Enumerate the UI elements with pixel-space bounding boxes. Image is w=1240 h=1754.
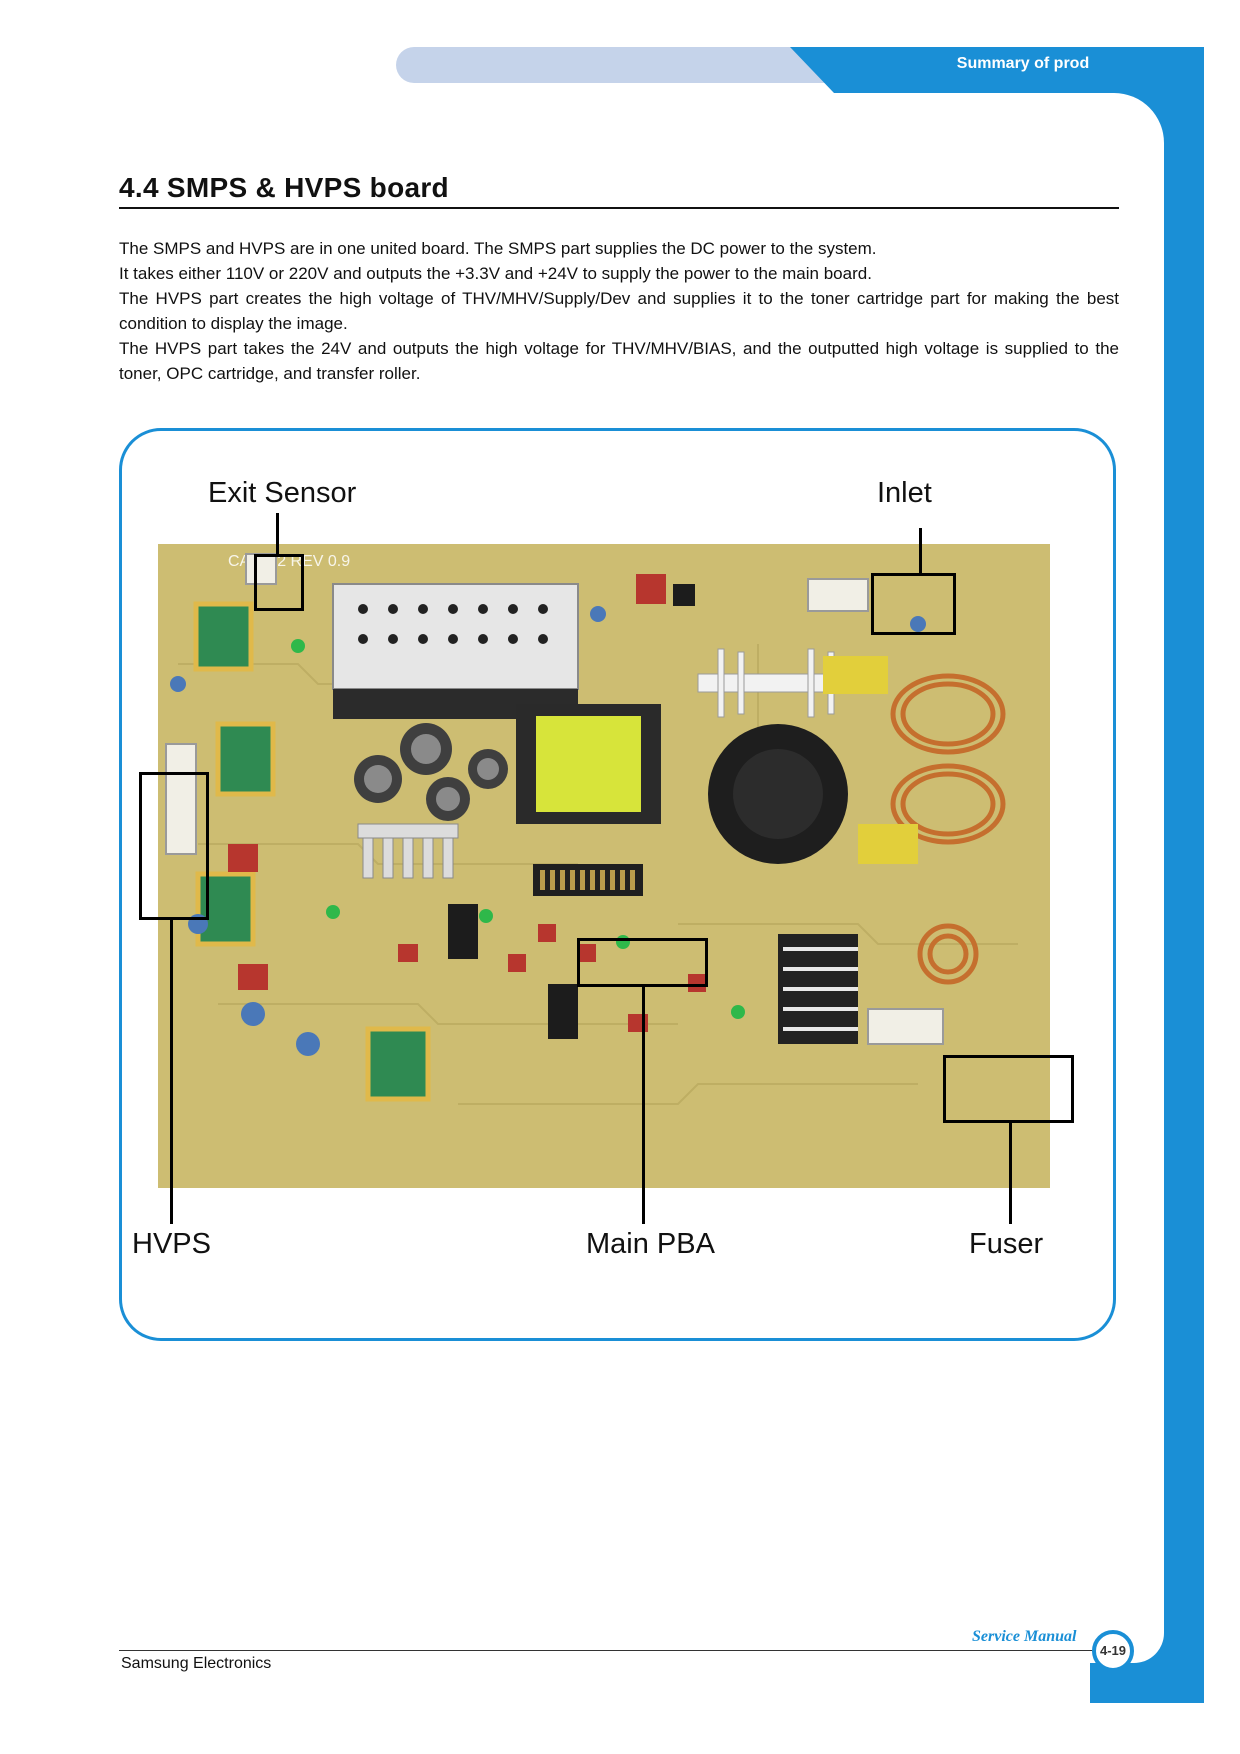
callout-hvps xyxy=(139,772,209,920)
figure-frame xyxy=(119,428,1116,1341)
leader-inlet xyxy=(919,528,922,573)
header-pill xyxy=(396,47,856,83)
paragraph: It takes either 110V or 220V and outputs… xyxy=(119,264,872,283)
pcb-board-photo: CA L V2 REV 0.9 xyxy=(158,544,1050,1188)
page-number: 4-19 xyxy=(1099,1643,1127,1658)
footer-manual-title: Service Manual xyxy=(972,1628,1077,1645)
label-fuser: Fuser xyxy=(969,1228,1044,1260)
page-number-badge: 4-19 xyxy=(1092,1630,1134,1672)
paragraph: The SMPS and HVPS are in one united boar… xyxy=(119,239,877,258)
body-text: The SMPS and HVPS are in one united boar… xyxy=(119,236,1119,386)
callout-exit-sensor xyxy=(254,554,304,611)
label-main-pba: Main PBA xyxy=(586,1228,715,1260)
callout-inlet xyxy=(871,573,956,635)
footer-company: Samsung Electronics xyxy=(121,1655,272,1672)
section-title-rule xyxy=(119,207,1119,209)
leader-main-pba xyxy=(642,987,645,1224)
callout-fuser xyxy=(943,1055,1074,1123)
paragraph: The HVPS part takes the 24V and outputs … xyxy=(119,339,1119,383)
leader-exit-sensor xyxy=(276,513,279,554)
footer-rule xyxy=(119,1650,1104,1651)
leader-fuser xyxy=(1009,1123,1012,1224)
section-title: 4.4 SMPS & HVPS board xyxy=(119,172,449,203)
header-section-title: Summary of product xyxy=(956,55,1114,72)
label-exit-sensor: Exit Sensor xyxy=(208,477,357,509)
callout-main-pba xyxy=(577,938,708,987)
label-hvps: HVPS xyxy=(132,1228,211,1260)
paragraph: The HVPS part creates the high voltage o… xyxy=(119,289,1119,333)
side-band-cutout xyxy=(1040,93,1164,1663)
label-inlet: Inlet xyxy=(877,477,932,509)
leader-hvps xyxy=(170,920,173,1224)
